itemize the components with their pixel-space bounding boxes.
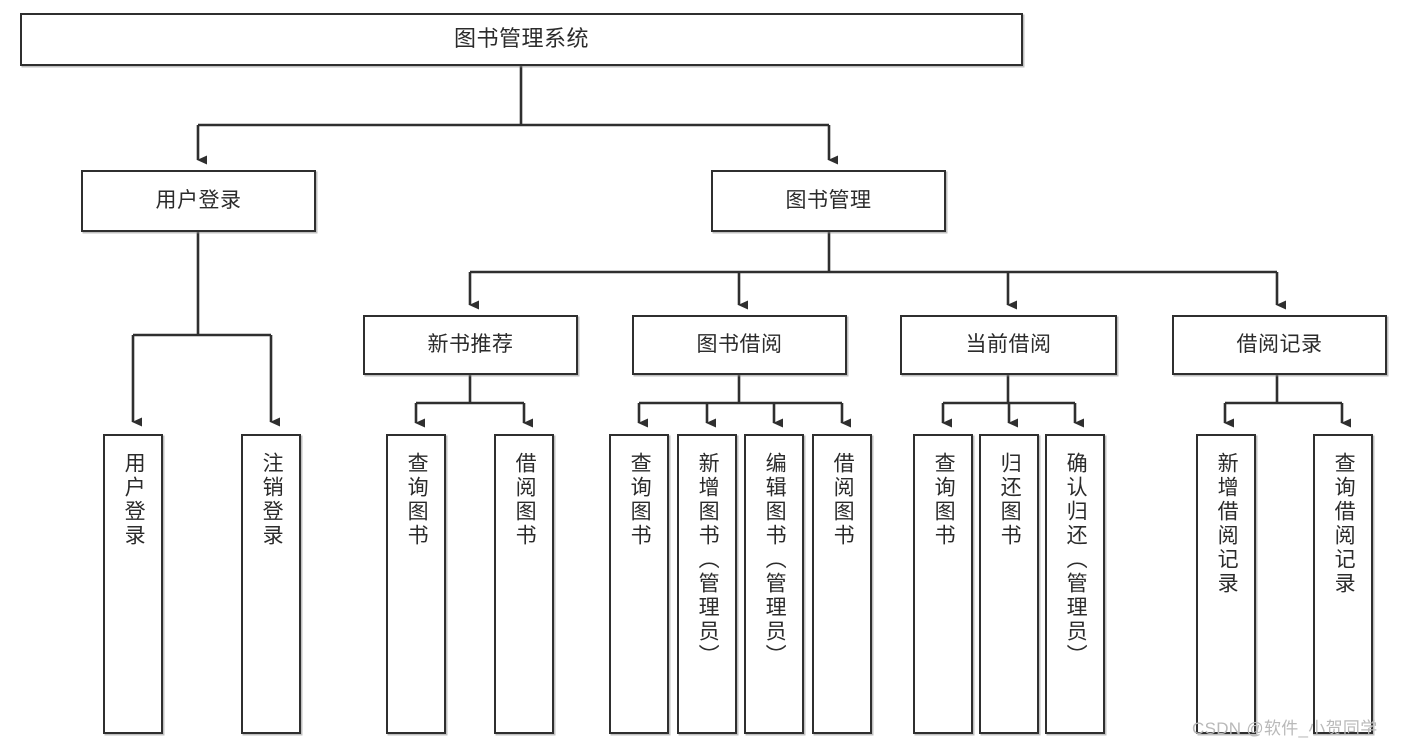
node-label: 借阅图书 (513, 452, 537, 548)
node-leaf-add-book[interactable]: 新增图书（管理员） (677, 434, 737, 734)
node-user-login[interactable]: 用户登录 (81, 170, 316, 232)
node-label: 查询图书 (405, 452, 429, 548)
node-leaf-add-record[interactable]: 新增借阅记录 (1196, 434, 1256, 734)
node-book-management[interactable]: 图书管理 (711, 170, 946, 232)
node-leaf-edit-book[interactable]: 编辑图书（管理员） (744, 434, 804, 734)
node-label: 借阅图书 (831, 452, 855, 548)
node-label: 图书管理系统 (453, 26, 589, 52)
node-leaf-query-book-1[interactable]: 查询图书 (386, 434, 446, 734)
node-leaf-query-record[interactable]: 查询借阅记录 (1313, 434, 1373, 734)
node-label: 新书推荐 (427, 333, 514, 357)
node-label: 用户登录 (122, 452, 146, 548)
node-label: 编辑图书（管理员） (763, 452, 787, 668)
node-label: 图书管理 (785, 189, 872, 213)
node-label: 查询图书 (932, 452, 956, 548)
node-leaf-query-book-3[interactable]: 查询图书 (913, 434, 973, 734)
node-leaf-user-login[interactable]: 用户登录 (103, 434, 163, 734)
node-label: 查询借阅记录 (1332, 452, 1356, 596)
node-borrow-record[interactable]: 借阅记录 (1172, 315, 1387, 375)
node-label: 确认归还（管理员） (1064, 452, 1088, 668)
node-label: 新增图书（管理员） (696, 452, 720, 668)
csdn-watermark: CSDN @软件_小贺同学 (1192, 719, 1378, 738)
node-label: 注销登录 (260, 452, 284, 548)
node-leaf-logout-login[interactable]: 注销登录 (241, 434, 301, 734)
node-book-borrow[interactable]: 图书借阅 (632, 315, 847, 375)
node-label: 新增借阅记录 (1215, 452, 1239, 596)
node-leaf-borrow-book-1[interactable]: 借阅图书 (494, 434, 554, 734)
node-label: 借阅记录 (1236, 333, 1323, 357)
node-label: 用户登录 (155, 189, 242, 213)
node-label: 图书借阅 (696, 333, 783, 357)
node-leaf-confirm-return[interactable]: 确认归还（管理员） (1045, 434, 1105, 734)
node-new-book-recommend[interactable]: 新书推荐 (363, 315, 578, 375)
node-label: 查询图书 (628, 452, 652, 548)
node-leaf-borrow-book-2[interactable]: 借阅图书 (812, 434, 872, 734)
node-leaf-query-book-2[interactable]: 查询图书 (609, 434, 669, 734)
node-label: 当前借阅 (965, 333, 1052, 357)
node-root-book-management-system[interactable]: 图书管理系统 (20, 13, 1023, 66)
node-current-borrow[interactable]: 当前借阅 (900, 315, 1117, 375)
node-label: 归还图书 (998, 452, 1022, 548)
node-leaf-return-book[interactable]: 归还图书 (979, 434, 1039, 734)
